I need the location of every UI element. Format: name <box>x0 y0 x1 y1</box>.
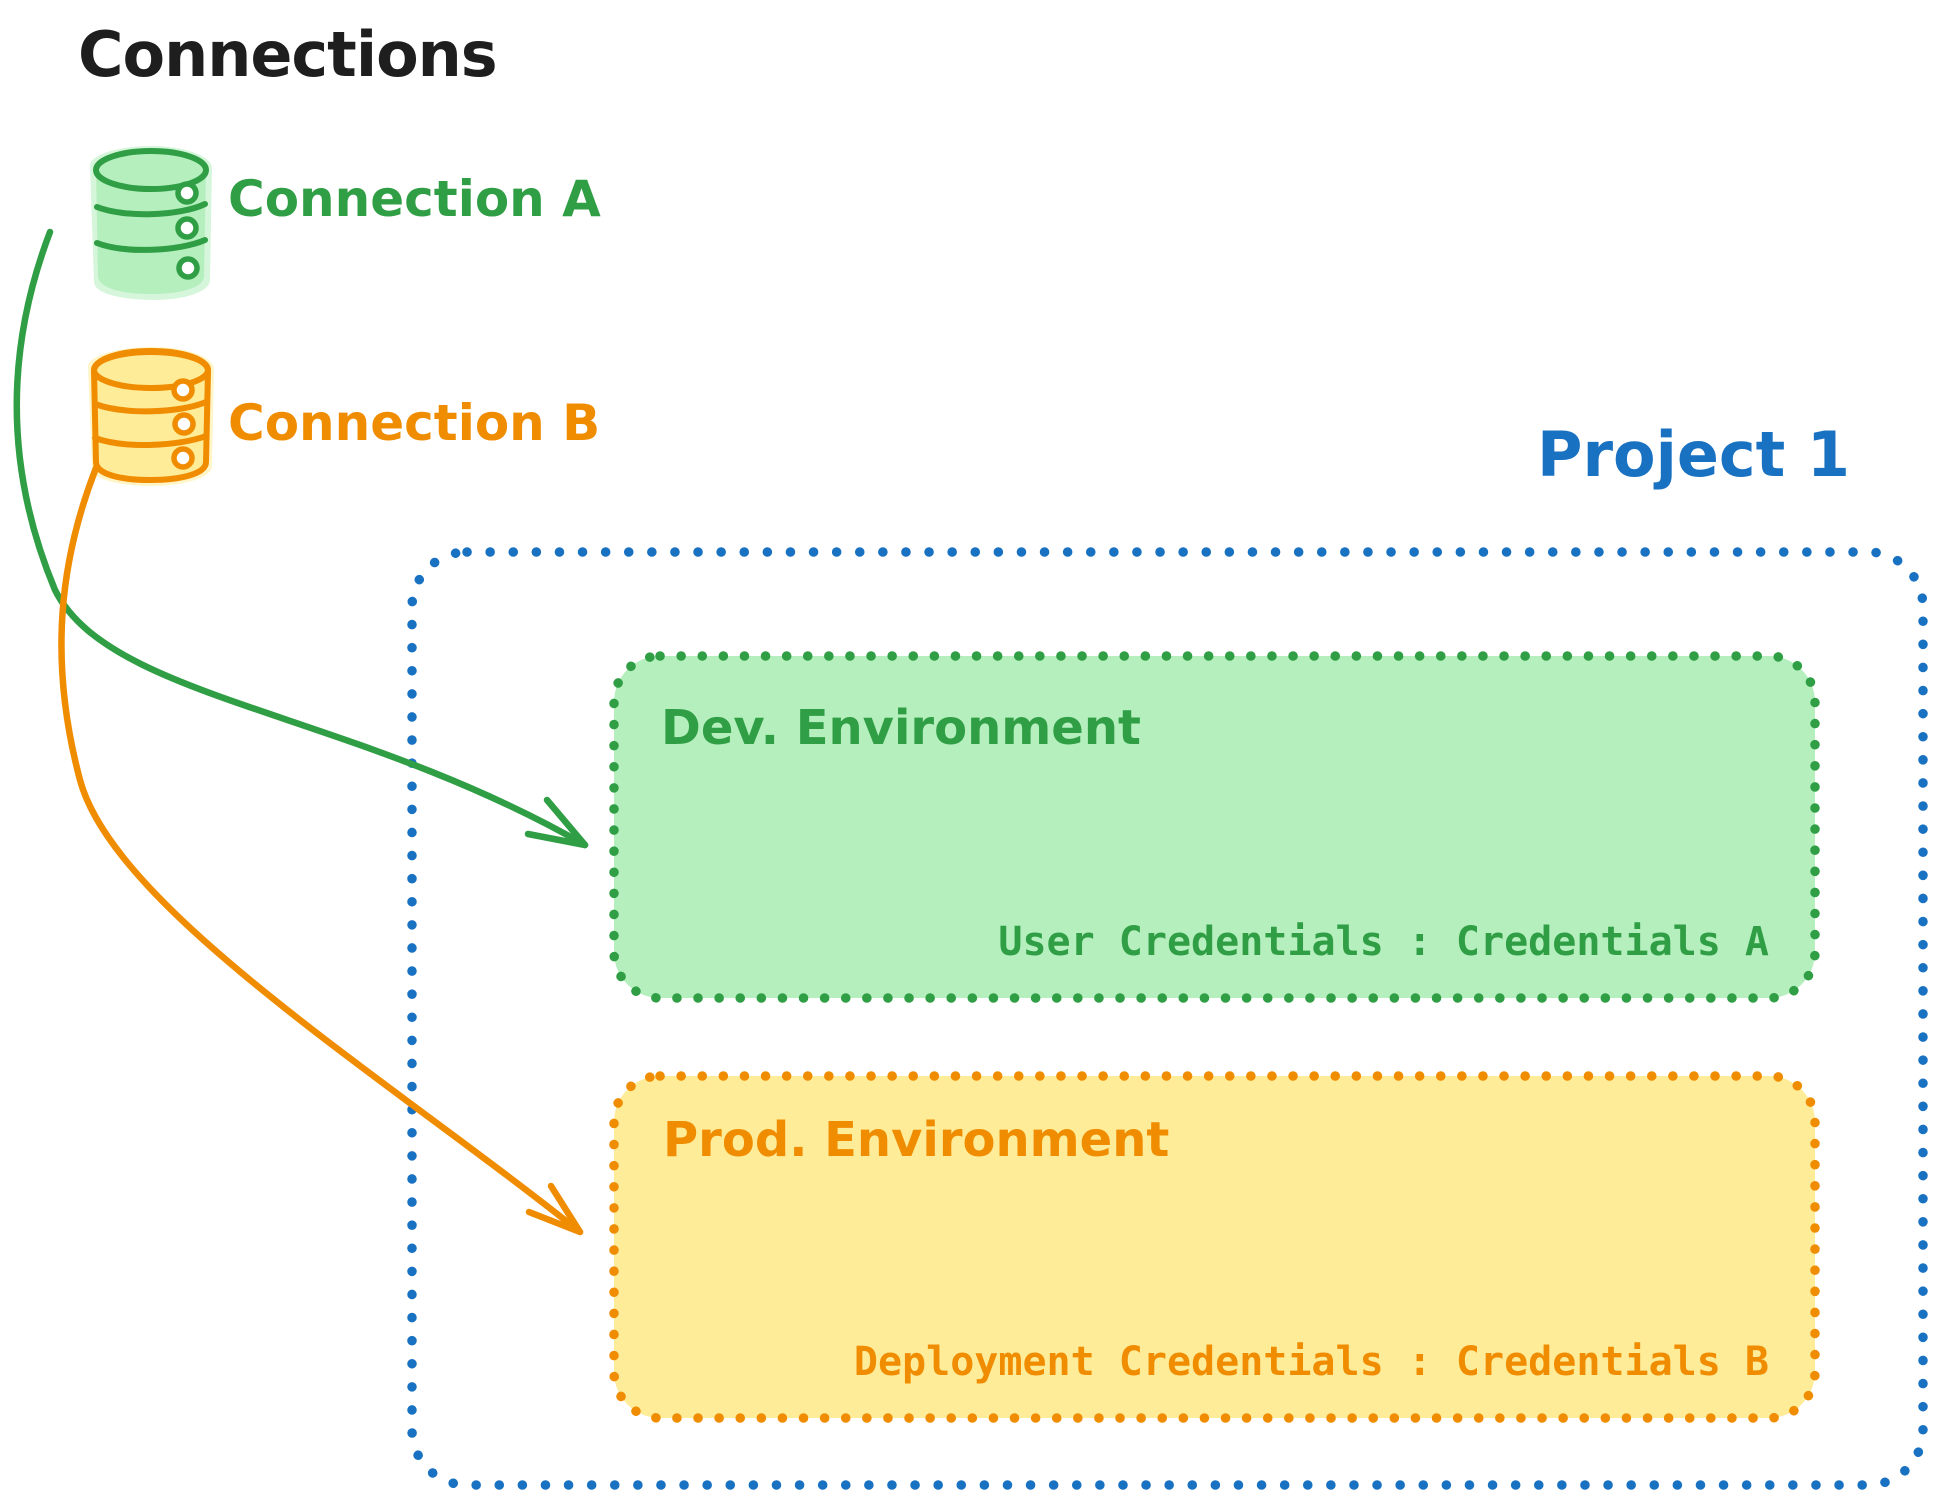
database-icon-connection-b <box>88 347 214 486</box>
project-boundary-box <box>407 547 1928 1490</box>
arrow-connection-b-to-prod <box>58 464 584 1236</box>
prod-environment-credentials: Deployment Credentials : Credentials B <box>853 1339 1769 1385</box>
arrow-connection-a-to-dev <box>13 228 589 849</box>
dev-environment-box <box>609 651 1820 1003</box>
connection-b-label: Connection B <box>228 394 601 452</box>
prod-environment-title: Prod. Environment <box>663 1112 1170 1168</box>
dev-environment-title: Dev. Environment <box>661 700 1141 756</box>
connection-a-label: Connection A <box>228 170 601 228</box>
project-title: Project 1 <box>1537 418 1851 491</box>
database-icon-connection-a <box>90 146 212 300</box>
connections-title: Connections <box>78 18 498 91</box>
dev-environment-credentials: User Credentials : Credentials A <box>998 919 1769 965</box>
arrowhead-icon <box>525 1182 584 1236</box>
arrowhead-icon <box>524 796 589 849</box>
prod-environment-box <box>609 1071 1820 1423</box>
